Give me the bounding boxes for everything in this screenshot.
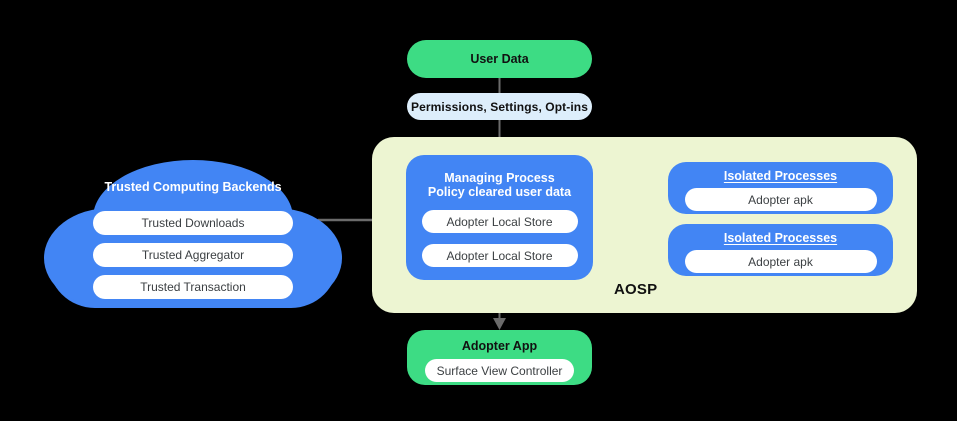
managing-process-title-line1: Managing Process (444, 171, 555, 185)
isolated-process-title-1: Isolated Processes (723, 169, 838, 183)
adopter-apk-pill-2[interactable]: Adopter apk (684, 250, 877, 273)
isolated-process-node-1[interactable]: Isolated Processes Adopter apk (668, 162, 893, 214)
adopter-apk-pill-1[interactable]: Adopter apk (684, 188, 877, 211)
user-data-node[interactable]: User Data (407, 40, 592, 78)
managing-process-node[interactable]: Managing Process Policy cleared user dat… (406, 155, 593, 280)
arrowhead-adopterapp-icon (493, 318, 506, 330)
aosp-label: AOSP (614, 281, 658, 298)
managing-process-title: Managing Process Policy cleared user dat… (428, 171, 571, 199)
isolated-process-node-2[interactable]: Isolated Processes Adopter apk (668, 224, 893, 276)
user-data-label: User Data (470, 52, 529, 66)
surface-view-controller-pill[interactable]: Surface View Controller (425, 359, 574, 382)
permissions-label: Permissions, Settings, Opt-ins (410, 99, 589, 114)
permissions-settings-optins-node[interactable]: Permissions, Settings, Opt-ins (407, 93, 592, 120)
adopter-local-store-pill-1[interactable]: Adopter Local Store (421, 210, 578, 233)
adopter-local-store-pill-2[interactable]: Adopter Local Store (421, 244, 578, 267)
managing-process-title-line2: Policy cleared user data (427, 185, 572, 199)
adopter-app-title: Adopter App (461, 339, 538, 353)
isolated-process-title-2: Isolated Processes (723, 231, 838, 245)
adopter-app-node[interactable]: Adopter App Surface View Controller (407, 330, 592, 385)
trusted-backends-cloud-icon (44, 160, 342, 308)
